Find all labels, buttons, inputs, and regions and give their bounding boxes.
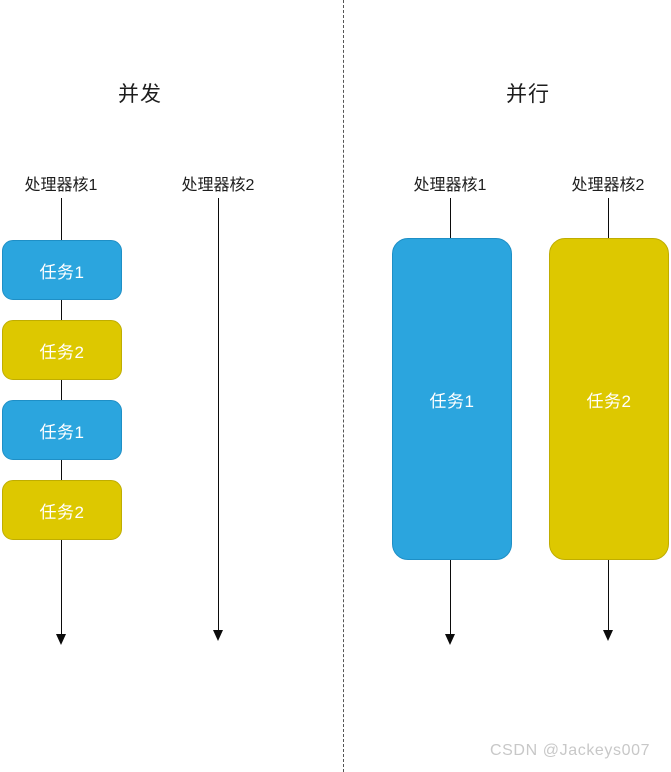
task-box-label: 任务2 bbox=[39, 502, 85, 522]
task-box-label: 任务1 bbox=[429, 391, 475, 411]
core-line-concurrency-2 bbox=[218, 198, 219, 632]
core-label-parallelism-2: 处理器核2 bbox=[571, 177, 645, 194]
panel-title-parallelism: 并行 bbox=[506, 83, 550, 106]
watermark-text: CSDN @Jackeys007 bbox=[490, 742, 651, 759]
task-box-label: 任务1 bbox=[39, 422, 85, 442]
core-label-parallelism-1: 处理器核1 bbox=[413, 177, 487, 194]
core-arrowhead-parallelism-1 bbox=[445, 634, 455, 645]
core-label-concurrency-2: 处理器核2 bbox=[181, 177, 255, 194]
panel-title-concurrency: 并发 bbox=[118, 83, 162, 106]
panel-divider bbox=[343, 0, 344, 772]
task-box-concurrency-4[interactable]: 任务2 bbox=[2, 480, 122, 540]
task-box-concurrency-3[interactable]: 任务1 bbox=[2, 400, 122, 460]
task-box-parallelism-1[interactable]: 任务1 bbox=[392, 238, 512, 560]
task-box-concurrency-1[interactable]: 任务1 bbox=[2, 240, 122, 300]
core-label-concurrency-1: 处理器核1 bbox=[24, 177, 98, 194]
core-arrowhead-parallelism-2 bbox=[603, 630, 613, 641]
task-box-label: 任务1 bbox=[39, 262, 85, 282]
core-arrowhead-concurrency-2 bbox=[213, 630, 223, 641]
task-box-label: 任务2 bbox=[39, 342, 85, 362]
core-arrowhead-concurrency-1 bbox=[56, 634, 66, 645]
task-box-concurrency-2[interactable]: 任务2 bbox=[2, 320, 122, 380]
task-box-label: 任务2 bbox=[586, 391, 632, 411]
task-box-parallelism-2[interactable]: 任务2 bbox=[549, 238, 669, 560]
